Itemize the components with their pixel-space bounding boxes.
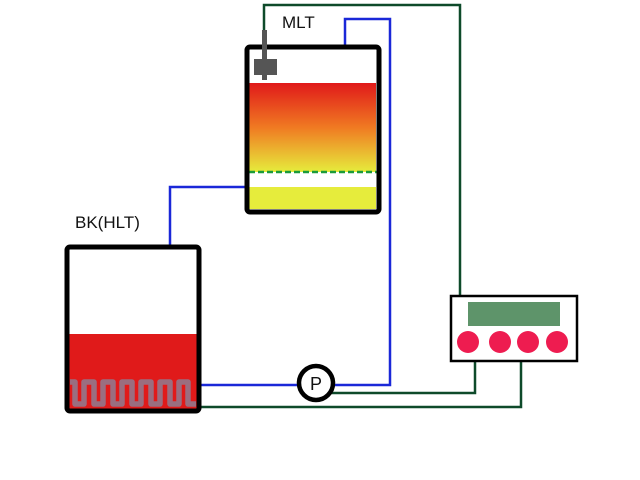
temperature-controller <box>449 294 579 363</box>
mlt-outline <box>244 44 382 215</box>
signal-wires <box>200 3 523 409</box>
mlt-grain-bed <box>249 83 376 172</box>
mlt-label: MLT <box>282 13 315 32</box>
controller-button <box>457 331 479 353</box>
probe-wire <box>262 3 462 296</box>
pump-icon: P <box>296 363 336 403</box>
controller-button <box>517 331 539 353</box>
mlt-lower-liquid <box>249 187 376 209</box>
mlt-tank <box>244 30 382 215</box>
temperature-probe-icon <box>254 30 277 80</box>
heating-coil-icon <box>70 379 196 407</box>
controller-button <box>546 331 568 353</box>
controller-button <box>489 331 511 353</box>
heater-control-wire <box>200 361 523 409</box>
wort-pipes <box>168 17 392 387</box>
bk-label: BK(HLT) <box>75 213 140 232</box>
pump-control-wire <box>330 361 477 395</box>
bk-outline <box>64 244 202 414</box>
mlt-outlet-pipe <box>333 17 392 387</box>
controller-buttons <box>457 331 568 353</box>
bk-tank <box>64 244 202 414</box>
pump-label: P <box>310 374 322 394</box>
bk-to-mlt-pipe <box>168 185 247 247</box>
controller-display <box>468 302 560 326</box>
